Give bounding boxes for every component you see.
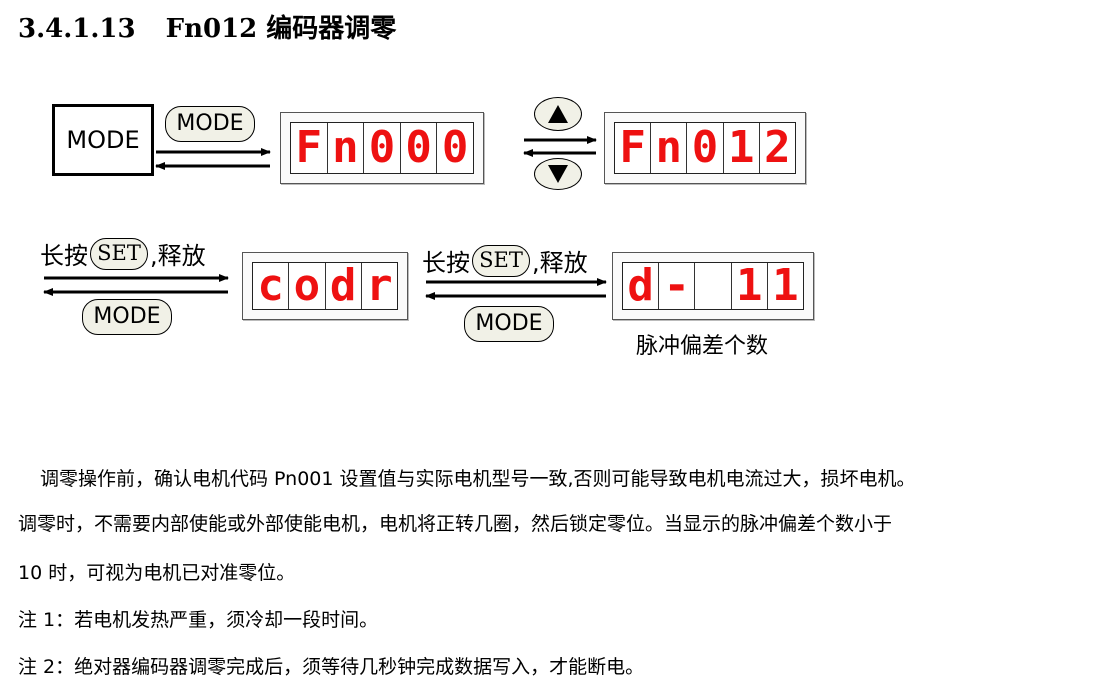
- display-digit: 0: [441, 122, 469, 173]
- paragraph: 调零时，不需要内部使能或外部使能电机，电机将正转几圈，然后锁定零位。当显示的脉冲…: [18, 513, 893, 535]
- triangle-up-icon: [548, 105, 568, 123]
- display-codr: c o d r: [242, 252, 408, 320]
- mode-button-label: MODE: [93, 304, 161, 329]
- display-digit: n: [651, 123, 688, 173]
- display-digit: F: [615, 123, 652, 173]
- section-heading: Fn012 编码器调零: [165, 14, 397, 44]
- set-button-label: SET: [479, 248, 523, 272]
- display-digit: [695, 263, 732, 309]
- mode-button-label: MODE: [176, 111, 244, 136]
- section-title: 3.4.1.13 Fn012 编码器调零: [18, 8, 396, 45]
- display-digit: r: [366, 260, 393, 311]
- set-button-label: SET: [97, 241, 141, 265]
- display-digit: 1: [724, 123, 760, 173]
- long-press-text: 长按: [422, 249, 470, 277]
- paragraph: 调零操作前，确认电机代码 Pn001 设置值与实际电机型号一致,否则可能导致电机…: [40, 468, 916, 490]
- long-press-text: 长按: [40, 242, 88, 270]
- display-digit: d: [326, 263, 362, 309]
- set-button: SET: [90, 237, 148, 270]
- mode-button-label: MODE: [475, 311, 543, 336]
- display-digit: 0: [687, 123, 724, 173]
- release-text: ,释放: [532, 249, 588, 277]
- section-number: 3.4.1.13: [18, 14, 136, 44]
- display-digit: o: [289, 263, 326, 309]
- display-d-11: d - 1 1: [612, 252, 814, 320]
- pulse-deviation-caption: 脉冲偏差个数: [636, 334, 769, 359]
- triangle-down-icon: [548, 165, 568, 183]
- display-fn000: F n 0 0 0: [280, 112, 484, 184]
- display-digit: F: [291, 123, 328, 173]
- mode-key-label: MODE: [66, 126, 140, 154]
- long-press-set-label: 长按 SET ,释放: [422, 243, 588, 278]
- release-text: ,释放: [150, 242, 206, 270]
- display-digit: d: [623, 263, 660, 309]
- paragraph: 10 时，可视为电机已对准零位。: [18, 562, 296, 584]
- display-digit: 1: [732, 263, 768, 309]
- display-fn012: F n 0 1 2: [604, 112, 806, 184]
- display-digit: 2: [764, 122, 791, 173]
- display-digit: 0: [364, 123, 401, 173]
- display-digit: c: [253, 263, 290, 309]
- up-button: [534, 97, 582, 131]
- display-digit: 1: [772, 260, 799, 311]
- down-button: [534, 158, 582, 190]
- display-digit: n: [328, 123, 365, 173]
- display-digit: -: [659, 263, 696, 309]
- mode-button: MODE: [464, 306, 554, 342]
- mode-button: MODE: [165, 106, 255, 142]
- note-1: 注 1：若电机发热严重，须冷却一段时间。: [18, 609, 379, 631]
- mode-key: MODE: [52, 104, 154, 176]
- long-press-set-label: 长按 SET ,释放: [40, 236, 206, 271]
- note-2: 注 2：绝对器编码器调零完成后，须等待几秒钟完成数据写入，才能断电。: [18, 656, 645, 678]
- flow-arrows: [43, 136, 607, 300]
- display-digit: 0: [401, 123, 438, 173]
- mode-button: MODE: [82, 299, 172, 335]
- set-button: SET: [472, 244, 530, 277]
